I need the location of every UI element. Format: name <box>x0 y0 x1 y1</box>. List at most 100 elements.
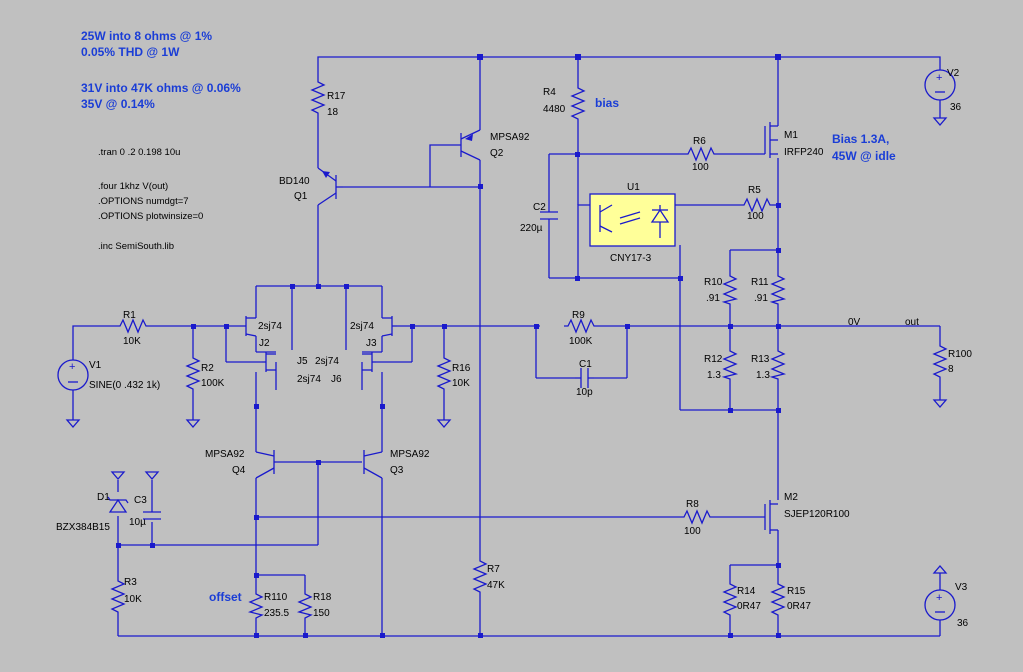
jfet-j3-body[interactable] <box>381 316 397 337</box>
label-v1-value: SINE(0 .432 1k) <box>89 380 160 391</box>
label-j3-name: J3 <box>366 338 377 349</box>
label-r17-name: R17 <box>327 91 346 102</box>
label-r8-name: R8 <box>686 499 699 510</box>
transistor-q2-body[interactable] <box>440 129 481 161</box>
label-r5-value: 100 <box>747 211 764 222</box>
label-r6-value: 100 <box>692 162 709 173</box>
ground-icon <box>932 117 948 126</box>
resistor-r4-body[interactable] <box>570 82 586 122</box>
label-c3-value: 10µ <box>129 517 146 528</box>
label-r2-name: R2 <box>201 363 214 374</box>
directive-options-numdgt[interactable]: .OPTIONS numdgt=7 <box>98 196 189 207</box>
label-u1-value: CNY17-3 <box>610 253 652 264</box>
label-q3-name: Q3 <box>390 465 404 476</box>
label-j6-value: 2sj74 <box>315 356 339 367</box>
label-m2-name: M2 <box>784 492 798 503</box>
resistor-r10-body[interactable] <box>721 270 739 306</box>
transistor-q3-body[interactable] <box>363 450 383 479</box>
label-r16-name: R16 <box>452 363 471 374</box>
ground-icon <box>932 565 948 574</box>
voltage-source-v2-body[interactable]: + <box>924 69 956 118</box>
junctions <box>116 54 781 638</box>
zener-d1-body[interactable] <box>107 496 129 513</box>
note-bias: bias <box>595 96 619 110</box>
label-r9-name: R9 <box>572 310 585 321</box>
resistor-r9-body[interactable] <box>564 318 600 334</box>
label-r5-name: R5 <box>748 185 761 196</box>
directive-tran[interactable]: .tran 0 .2 0.198 10u <box>98 147 180 158</box>
ground-icon <box>144 471 160 480</box>
ground-icon <box>110 471 126 480</box>
net-out-label: out <box>905 317 919 328</box>
resistor-r11-body[interactable] <box>769 270 787 306</box>
label-r110-value: 235.5 <box>264 608 289 619</box>
jfet-j2-body[interactable] <box>240 316 257 337</box>
directive-include[interactable]: .inc SemiSouth.lib <box>98 241 174 252</box>
optocoupler-u1-body[interactable] <box>589 193 676 247</box>
note-line1: 25W into 8 ohms @ 1% <box>81 29 212 43</box>
resistor-r1-body[interactable] <box>116 318 148 334</box>
directive-four[interactable]: .four 1khz V(out) <box>98 181 168 192</box>
resistor-r12-body[interactable] <box>721 345 739 382</box>
ground-icon <box>436 419 452 428</box>
resistor-r5-body[interactable] <box>740 197 772 213</box>
jfet-j6-body[interactable] <box>362 351 382 372</box>
resistor-r14-body[interactable] <box>722 578 738 620</box>
label-v3-name: V3 <box>955 582 968 593</box>
resistor-r18-body[interactable] <box>296 588 313 620</box>
wires <box>72 56 941 637</box>
label-r17-value: 18 <box>327 107 339 118</box>
voltage-source-v1-body[interactable]: + <box>57 359 89 391</box>
label-q1-name: Q1 <box>294 191 308 202</box>
resistor-r8-body[interactable] <box>680 509 712 525</box>
label-m1-name: M1 <box>784 130 798 141</box>
transistor-q1-body[interactable] <box>317 167 343 206</box>
label-m1-value: IRFP240 <box>784 147 824 158</box>
resistor-r17-body[interactable] <box>310 75 326 123</box>
label-r10-name: R10 <box>704 277 723 288</box>
label-j2-value: 2sj74 <box>258 321 282 332</box>
label-v2-value: 36 <box>950 102 962 113</box>
capacitors <box>143 210 594 520</box>
label-r11-name: R11 <box>751 277 769 288</box>
jfet-j5-body[interactable] <box>256 351 276 372</box>
label-j5-name: J5 <box>297 356 308 367</box>
voltage-source-v3-body[interactable]: + <box>924 585 956 621</box>
resistors <box>110 75 948 620</box>
capacitor-c1-body[interactable] <box>575 368 594 388</box>
label-r3-name: R3 <box>124 577 137 588</box>
capacitor-c3-body[interactable] <box>143 511 161 520</box>
resistor-r6-body[interactable] <box>684 146 716 162</box>
label-r14-name: R14 <box>737 586 756 597</box>
label-r3-value: 10K <box>124 594 142 605</box>
note-line4: 35V @ 0.14% <box>81 97 155 111</box>
label-r13-value: 1.3 <box>756 370 770 381</box>
resistor-r100-body[interactable] <box>932 340 948 384</box>
note-line2: 0.05% THD @ 1W <box>81 45 180 59</box>
resistor-r7-body[interactable] <box>472 555 488 600</box>
resistor-r2-body[interactable] <box>185 352 201 396</box>
label-q4-name: Q4 <box>232 465 246 476</box>
label-r12-value: 1.3 <box>707 370 721 381</box>
label-c2-name: C2 <box>533 202 546 213</box>
label-r14-value: 0R47 <box>737 601 761 612</box>
directive-options-plotwinsize[interactable]: .OPTIONS plotwinsize=0 <box>98 211 203 222</box>
label-v3-value: 36 <box>957 618 969 629</box>
mosfet-m2-body[interactable] <box>764 500 779 540</box>
transistor-q4-body[interactable] <box>255 450 276 479</box>
resistor-r13-body[interactable] <box>769 345 787 382</box>
label-c1-value: 10p <box>576 387 593 398</box>
note-offset: offset <box>209 590 242 604</box>
label-r9-value: 100K <box>569 336 593 347</box>
resistor-r15-body[interactable] <box>770 575 786 620</box>
mosfet-m1-body[interactable] <box>764 112 779 158</box>
capacitor-c2-body[interactable] <box>540 210 558 222</box>
note-bias-idle-2: 45W @ idle <box>832 149 896 163</box>
label-r100-name: R100 <box>948 349 972 360</box>
label-j2-name: J2 <box>259 338 270 349</box>
resistor-r110-body[interactable] <box>247 588 264 620</box>
resistor-r3-body[interactable] <box>110 575 126 620</box>
label-r100-value: 8 <box>948 364 954 375</box>
resistor-r16-body[interactable] <box>436 352 452 396</box>
label-u1-name: U1 <box>627 182 640 193</box>
